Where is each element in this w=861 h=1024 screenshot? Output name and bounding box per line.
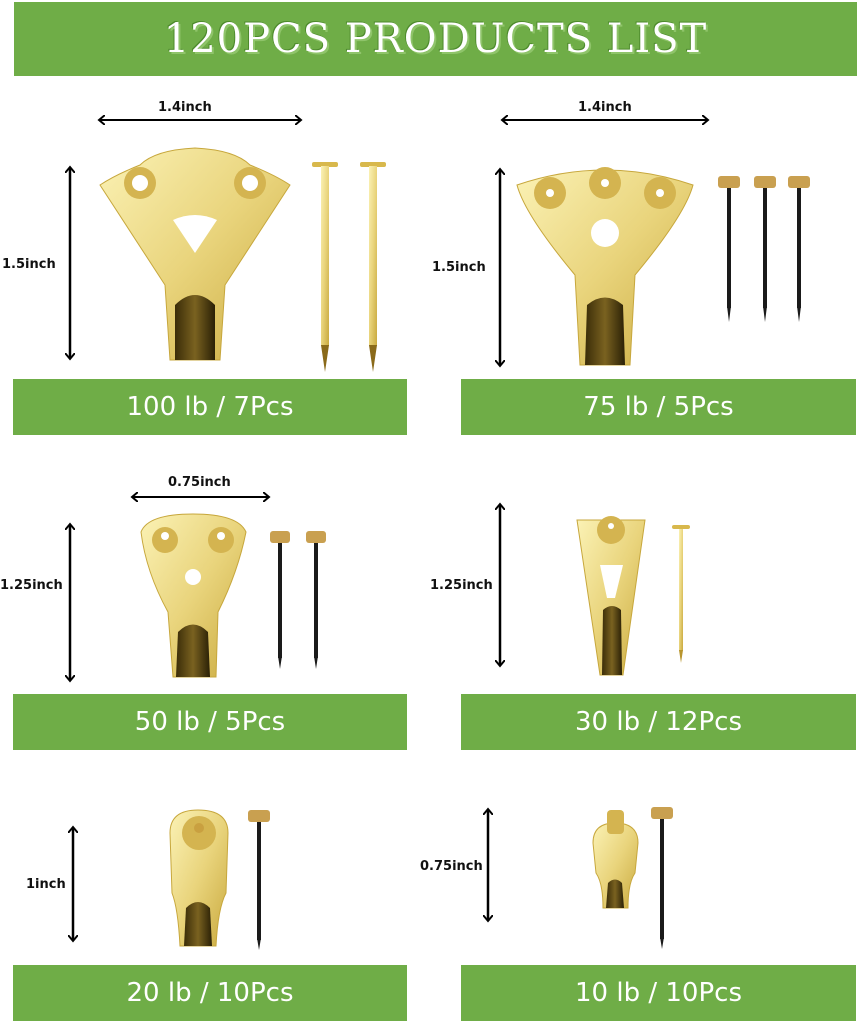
two-pin-hanger-icon [140,513,247,678]
black-nail-icon [248,810,270,950]
height-label: 1inch [26,877,66,892]
title-banner: 120PCS PRODUCTS LIST [14,2,857,76]
height-label: 0.75inch [420,859,483,874]
mini-hanger-icon [592,810,639,909]
single-pin-hanger-icon [169,809,229,947]
capacity-label: 10 lb / 10Pcs [461,965,856,1021]
black-nail-icon [651,807,673,949]
height-label: 1.25inch [0,578,63,593]
capacity-label: 20 lb / 10Pcs [13,965,407,1021]
brass-nail-icon [672,525,690,663]
page-title: 120PCS PRODUCTS LIST [163,16,708,62]
width-label: 1.4inch [578,100,632,115]
capacity-label: 100 lb / 7Pcs [13,379,407,435]
sawtooth-hanger-icon [99,147,291,361]
width-label: 0.75inch [168,475,231,490]
height-label: 1.5inch [2,257,56,272]
three-pin-hanger-icon [516,167,694,366]
capacity-label: 50 lb / 5Pcs [13,694,407,750]
black-nail-icon [718,176,810,322]
height-label: 1.5inch [432,260,486,275]
black-nail-icon [270,531,326,669]
brass-nail-icon [312,162,386,372]
capacity-label: 30 lb / 12Pcs [461,694,856,750]
width-label: 1.4inch [158,100,212,115]
single-pin-hanger-icon [576,516,646,676]
capacity-label: 75 lb / 5Pcs [461,379,856,435]
height-label: 1.25inch [430,578,493,593]
